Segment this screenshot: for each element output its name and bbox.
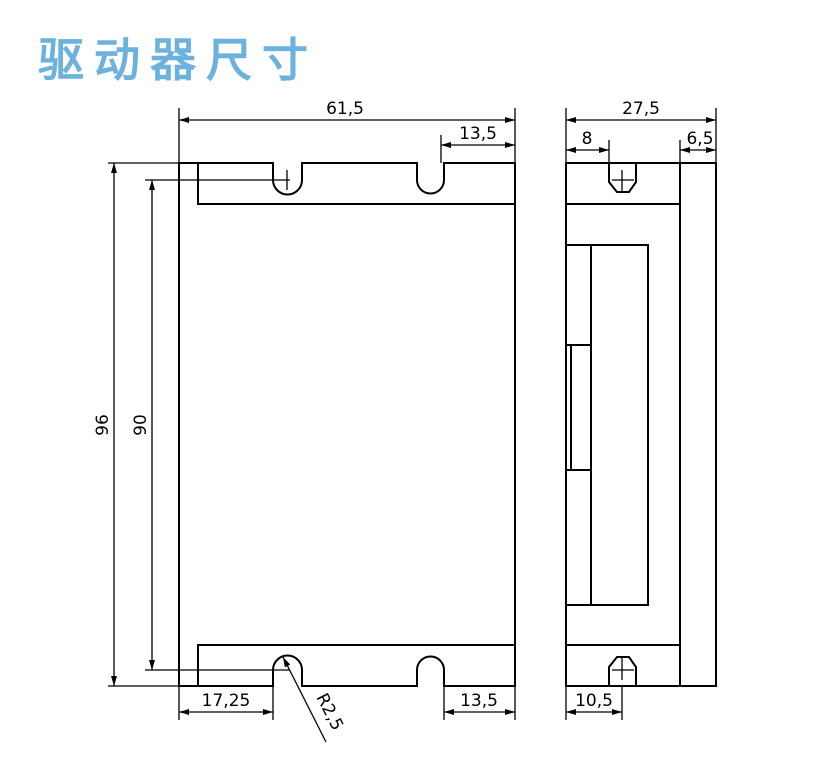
- dim-label-13-5-top: 13,5: [459, 124, 497, 144]
- dim-label-96: 96: [93, 414, 113, 436]
- front-outline: [178, 162, 516, 687]
- side-notch-bottom: [608, 656, 637, 686]
- dim-label-6-5: 6,5: [686, 129, 713, 149]
- side-notch-top: [608, 163, 637, 193]
- side-view: 27,5 8 6,5 10,5: [565, 99, 717, 720]
- dim-label-90: 90: [131, 414, 151, 436]
- dim-label-13-5-bottom: 13,5: [460, 691, 498, 711]
- side-outline: [565, 162, 717, 687]
- dim-label-27-5: 27,5: [622, 99, 660, 119]
- dim-label-61-5: 61,5: [326, 99, 364, 119]
- page-title: 驱动器尺寸: [38, 33, 318, 87]
- front-view: 61,5 13,5 96 90 17,25 13,5 R2,5: [93, 99, 516, 743]
- side-extension-lines: [565, 108, 717, 720]
- dim-label-17-25: 17,25: [202, 691, 251, 711]
- extension-lines: [108, 108, 516, 720]
- radius-leader: [282, 656, 327, 743]
- front-top-flange: [197, 163, 515, 205]
- dim-label-r2-5: R2,5: [312, 690, 347, 734]
- dim-label-10-5: 10,5: [575, 691, 613, 711]
- front-bottom-flange: [197, 644, 515, 686]
- side-details: [566, 163, 681, 686]
- dim-label-8: 8: [582, 129, 593, 149]
